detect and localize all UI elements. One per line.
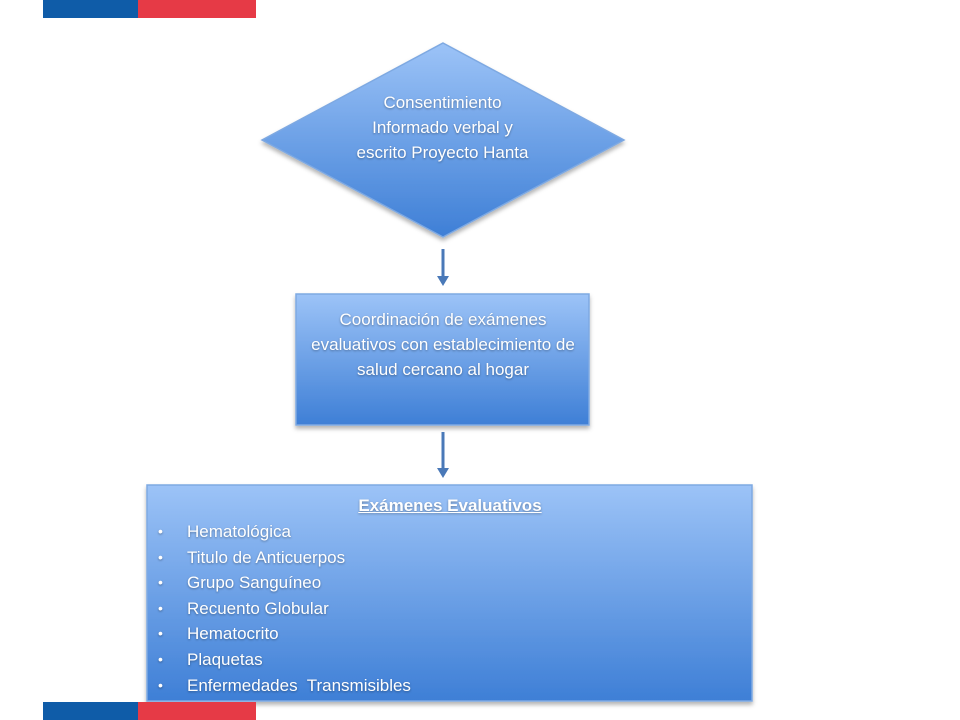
- bullet-icon: •: [158, 599, 163, 616]
- process-label: Coordinación de exámenes evaluativos con…: [311, 310, 575, 379]
- diamond-label: Consentimiento Informado verbal y escrit…: [356, 93, 529, 162]
- bullet-icon: •: [158, 625, 163, 642]
- flag-stripe-top: [43, 0, 256, 18]
- exams-box: [146, 484, 753, 702]
- list-item: •Recuento Globular: [158, 596, 750, 622]
- flag-red-segment: [138, 0, 256, 18]
- bullet-icon: •: [158, 676, 163, 693]
- list-item: •Titulo de Anticuerpos: [158, 545, 750, 571]
- bullet-icon: •: [158, 548, 163, 565]
- exams-list: •Hematológica •Titulo de Anticuerpos •Gr…: [150, 519, 750, 698]
- list-item: •Hematológica: [158, 519, 750, 545]
- bullet-icon: •: [158, 650, 163, 667]
- arrow-process-to-exams: [437, 432, 449, 478]
- list-item: •Enfermedades Transmisibles: [158, 673, 750, 699]
- flag-blue-segment: [43, 0, 138, 18]
- exams-title: Exámenes Evaluativos: [358, 496, 542, 515]
- list-item: •Plaquetas: [158, 647, 750, 673]
- exams-list-container: Exámenes Evaluativos •Hematológica •Titu…: [150, 489, 750, 699]
- list-item: •Hematocrito: [158, 621, 750, 647]
- process-box: [295, 293, 590, 426]
- flag-blue-segment: [43, 702, 138, 720]
- arrow-diamond-to-process: [437, 249, 449, 286]
- decision-diamond: [260, 42, 626, 238]
- flag-stripe-bottom: [43, 702, 256, 720]
- bullet-icon: •: [158, 574, 163, 591]
- flag-red-segment: [138, 702, 256, 720]
- bullet-icon: •: [158, 523, 163, 539]
- list-item: •Grupo Sanguíneo: [158, 570, 750, 596]
